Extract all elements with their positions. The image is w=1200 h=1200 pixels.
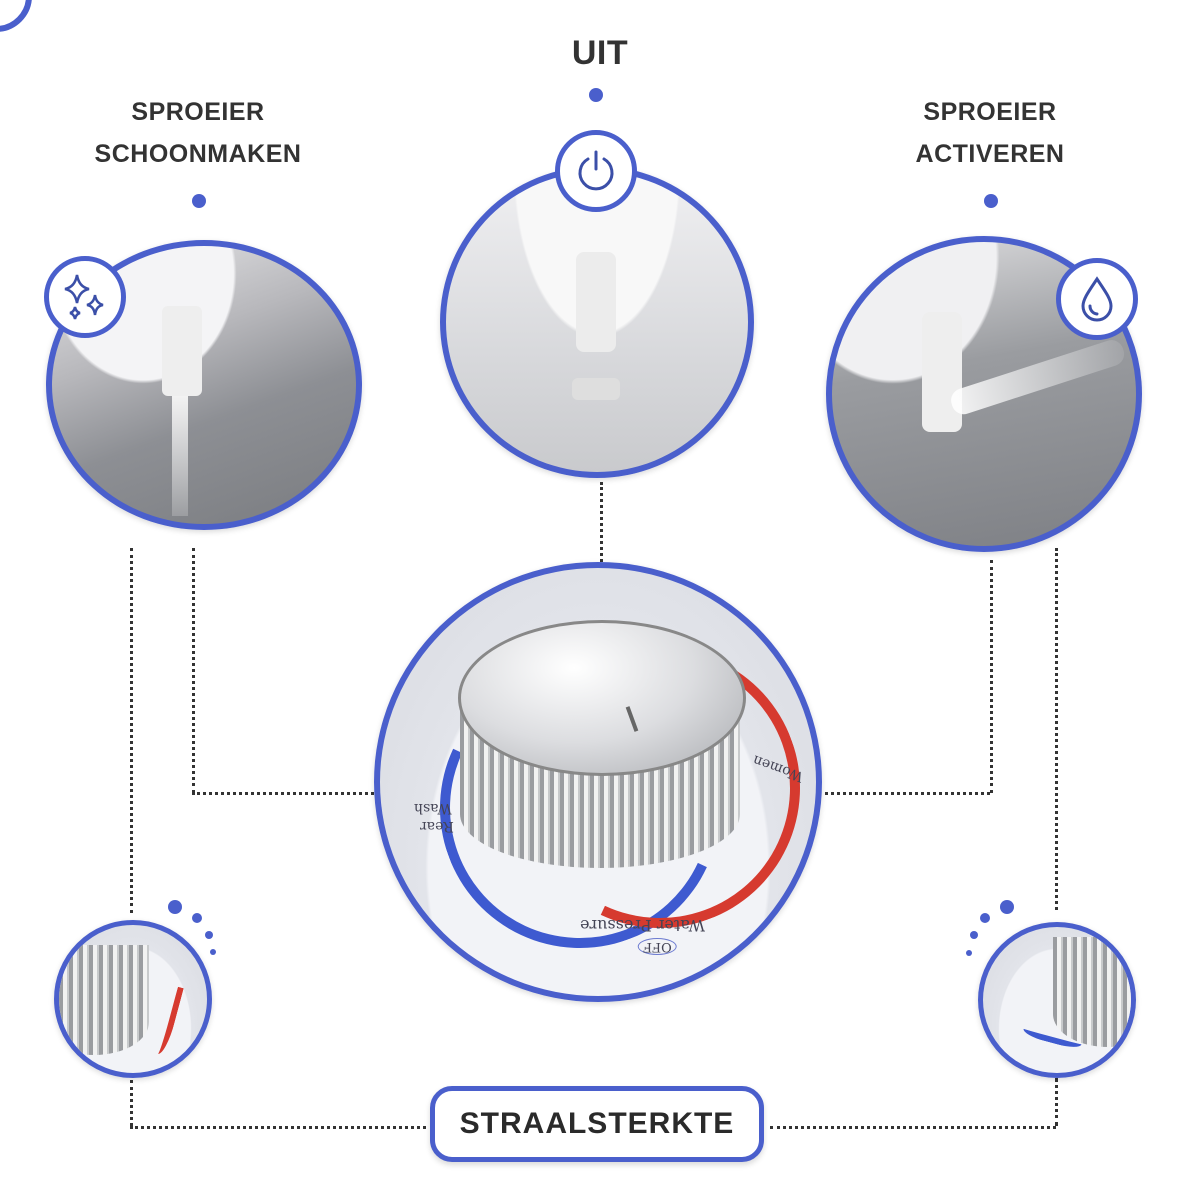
indicator-dot [1000, 900, 1014, 914]
power-badge [555, 130, 637, 212]
dial-rear-line1: Rear [420, 818, 454, 834]
connector-line [770, 1126, 1056, 1129]
power-icon [578, 150, 614, 191]
connector-dot [589, 88, 603, 102]
connector-line [1055, 548, 1058, 910]
indicator-dot [966, 950, 972, 956]
connector-line [818, 792, 990, 795]
water-drop-icon [1081, 276, 1113, 322]
dial-off: OFF [638, 938, 677, 955]
indicator-dot [970, 931, 978, 939]
pressure-low-image [54, 920, 212, 1078]
indicator-dot [210, 949, 216, 955]
label-clean-line1: SPROEIER [131, 98, 265, 126]
connector-line [130, 1126, 426, 1129]
connector-line [192, 792, 380, 795]
sparkles-badge [44, 256, 126, 338]
indicator-dot [205, 931, 213, 939]
pressure-label: STRAALSTERKTE [459, 1107, 735, 1140]
pressure-high-image [978, 922, 1136, 1078]
label-clean-line2: SCHOONMAKEN [94, 140, 302, 168]
connector-line [130, 548, 133, 913]
water-drop-badge [1056, 258, 1138, 340]
dial-water-pressure: Water Pressure [580, 916, 705, 935]
indicator-dot [168, 900, 182, 914]
label-activate-line2: ACTIVEREN [915, 140, 1065, 168]
pressure-label-pill: STRAALSTERKTE [430, 1086, 764, 1162]
connector-dot [192, 194, 206, 208]
pressure-knob-image: Water Pressure OFF Rear Wash Women [374, 562, 822, 1002]
connector-line [130, 1080, 133, 1126]
knob-top[interactable] [458, 620, 746, 776]
label-off: UIT [571, 34, 629, 72]
connector-line [192, 548, 195, 793]
off-sprayer-image [440, 166, 754, 478]
dial-rear-line2: Wash [414, 800, 452, 816]
corner-decoration [0, 0, 32, 32]
sparkles-icon [64, 274, 104, 320]
indicator-dot [980, 913, 990, 923]
connector-dot [984, 194, 998, 208]
label-activate-line1: SPROEIER [923, 98, 1057, 126]
connector-line [1055, 1078, 1058, 1126]
connector-line [990, 560, 993, 793]
indicator-dot [192, 913, 202, 923]
connector-line [600, 482, 603, 562]
